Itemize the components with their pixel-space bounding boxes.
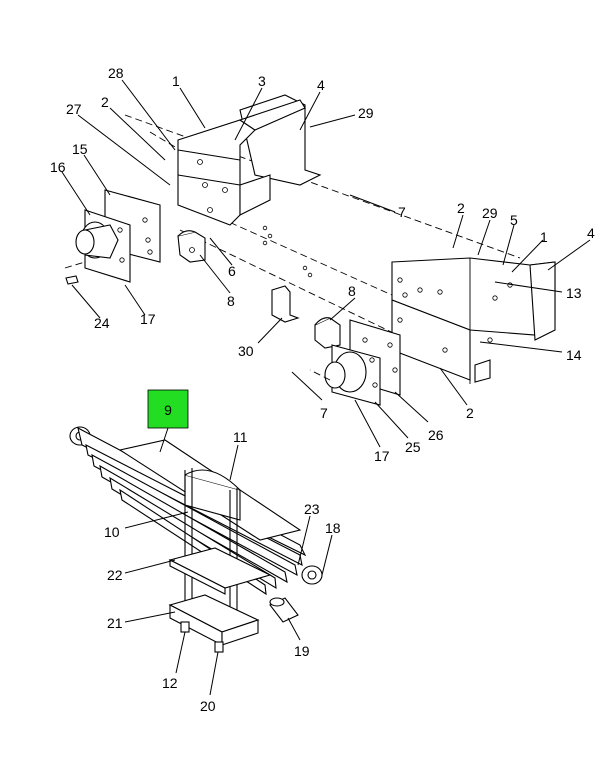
leaf-spring-assembly xyxy=(69,426,323,653)
callout-22: 22 xyxy=(107,567,123,583)
callout-8: 8 xyxy=(227,293,235,309)
callout-25: 25 xyxy=(405,439,421,455)
callout-15: 15 xyxy=(72,141,88,157)
callout-30: 30 xyxy=(238,343,254,359)
callout-27: 27 xyxy=(66,101,82,117)
callout-9: 9 xyxy=(164,402,172,418)
callout-21: 21 xyxy=(107,615,123,631)
callout-29: 29 xyxy=(482,205,498,221)
callout-24: 24 xyxy=(94,315,110,331)
callout-19: 19 xyxy=(294,643,310,659)
callout-5: 5 xyxy=(510,212,518,228)
callout-1: 1 xyxy=(172,73,180,89)
callout-14: 14 xyxy=(566,347,582,363)
rear-spring-bracket xyxy=(309,317,401,406)
callout-17: 17 xyxy=(140,311,156,327)
leader-lines xyxy=(61,79,591,696)
spring-clip-upper xyxy=(177,225,273,263)
callout-23: 23 xyxy=(304,501,320,517)
highlight-callout-9[interactable]: 9 xyxy=(147,389,189,429)
callout-1: 1 xyxy=(540,229,548,245)
front-hanger-bracket xyxy=(177,94,322,226)
callout-16: 16 xyxy=(50,159,66,175)
callout-17: 17 xyxy=(374,448,390,464)
callout-29: 29 xyxy=(358,105,374,121)
front-spring-bracket xyxy=(64,189,161,285)
callout-2: 2 xyxy=(101,94,109,110)
callout-4: 4 xyxy=(317,77,325,93)
callout-labels: 1 3 4 29 28 2 27 15 16 24 17 6 8 7 2 29 … xyxy=(50,65,595,714)
callout-3: 3 xyxy=(258,73,266,89)
callout-26: 26 xyxy=(428,427,444,443)
callout-18: 18 xyxy=(325,520,341,536)
callout-7: 7 xyxy=(320,405,328,421)
callout-11: 11 xyxy=(233,429,248,445)
callout-13: 13 xyxy=(566,285,582,301)
callout-7: 7 xyxy=(398,204,406,220)
callout-8: 8 xyxy=(348,283,356,299)
callout-28: 28 xyxy=(108,65,124,81)
rear-hanger-bracket xyxy=(391,257,556,383)
callout-12: 12 xyxy=(162,675,178,691)
spacer-block xyxy=(271,265,313,323)
callout-6: 6 xyxy=(228,263,236,279)
callout-2: 2 xyxy=(457,200,465,216)
callout-4: 4 xyxy=(587,225,595,241)
callout-2: 2 xyxy=(466,405,474,421)
callout-20: 20 xyxy=(200,698,216,714)
callout-10: 10 xyxy=(104,524,120,540)
